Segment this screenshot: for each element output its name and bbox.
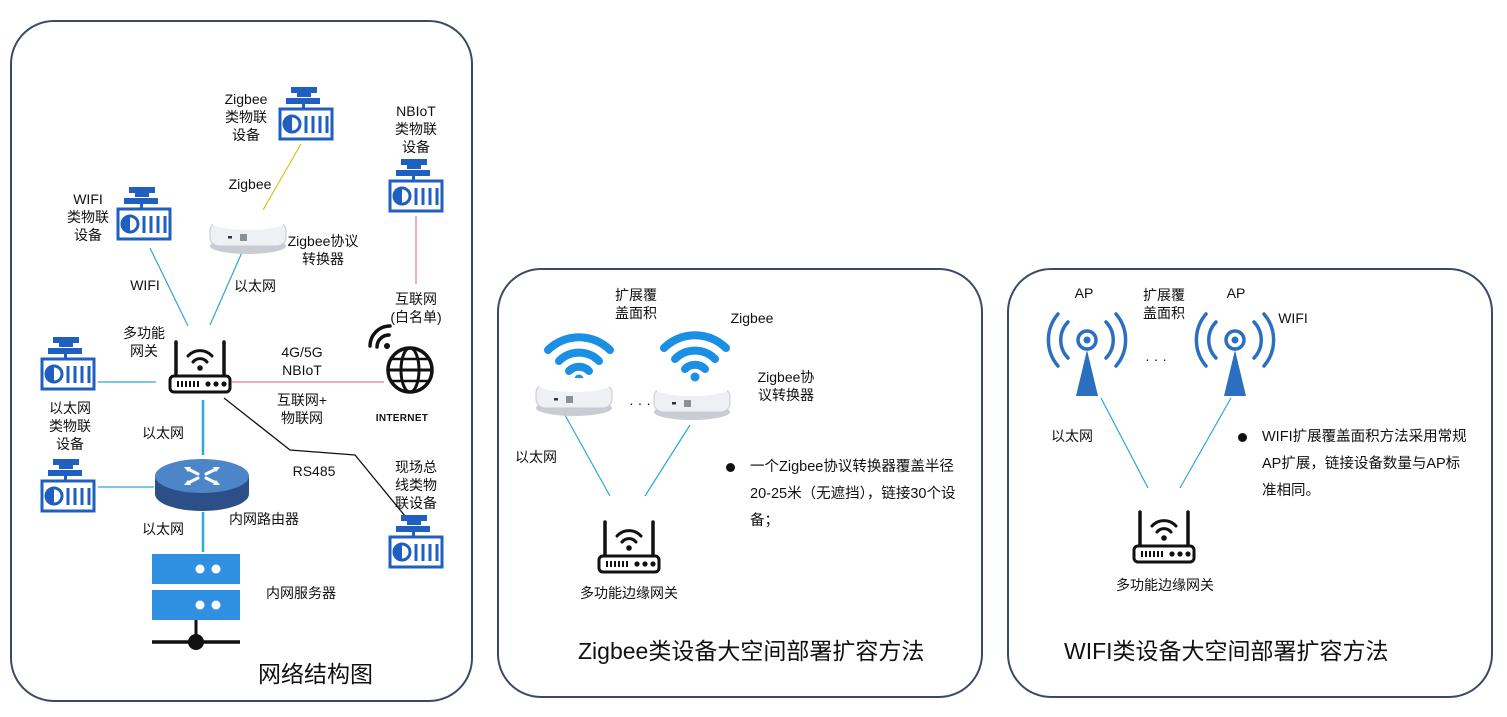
label-ethernet-router-top: 以太网 [142,425,184,441]
label-ap-right: AP [1226,285,1246,301]
bullet-wifi: WIFI扩展覆盖面积方法采用常规AP扩展，链接设备数量与AP标准相同。 [1238,424,1474,505]
label-gateway-mid: 多功能边缘网关 [580,585,678,601]
link-zg2-gateway [644,424,691,497]
label-internet-whitelist: 互联网 (白名单) [390,291,442,325]
label-server: 内网服务器 [266,585,336,601]
link-wifi-device-gateway [149,247,189,327]
label-gateway: 多功能 网关 [123,325,165,359]
bullet-zigbee: 一个Zigbee协议转换器覆盖半径20-25米（无遮挡），链接30个设备； [726,454,960,535]
label-coverage-wifi: 扩展覆 盖面积 [1143,287,1185,321]
link-ap2-gateway [1179,397,1232,489]
bullet-dot [1238,433,1247,442]
label-internet-badge: INTERNET [375,413,429,424]
link-ap1-gateway [1100,397,1149,489]
title-zigbee-expansion: Zigbee类设备大空间部署扩容方法 [578,638,925,664]
label-zigbee-link: Zigbee [228,176,272,192]
link-zg1-gateway [564,414,611,497]
link-rs485 [223,397,411,523]
label-nbiot-device: NBIoT 类物联 设备 [395,103,437,155]
label-zigbee: Zigbee [730,310,774,326]
label-ethernet-converter-link: 以太网 [234,278,276,294]
ap-antenna-icon [1044,304,1130,400]
multi-gateway-icon [595,518,663,578]
label-4g5g-nbiot: 4G/5G NBIoT [281,344,323,378]
multi-gateway-icon [166,338,234,398]
label-zigbee-device: Zigbee 类物联 设备 [224,91,268,143]
bullet-zigbee-text: 一个Zigbee协议转换器覆盖半径20-25米（无遮挡），链接30个设备； [750,459,956,529]
iot-device-icon [116,186,174,244]
label-ethernet-router-bottom: 以太网 [142,521,184,537]
zigbee-converter-icon [650,378,734,422]
title-wifi-expansion: WIFI类设备大空间部署扩容方法 [1064,638,1389,664]
ap-antenna-icon [1192,304,1278,400]
label-ellipsis-right: · · · [1145,351,1167,367]
iot-device-icon [40,336,98,394]
label-router: 内网路由器 [229,511,299,527]
label-zigbee-converter-mid: Zigbee协 议转换器 [757,369,815,403]
multi-gateway-icon [1130,508,1198,568]
label-ethernet-mid: 以太网 [515,449,557,465]
link-zigbee-device-converter [262,143,302,211]
server-icon [152,554,240,650]
iot-device-icon [278,86,336,144]
label-wifi-device: WIFI 类物联 设备 [67,191,109,243]
title-network-structure: 网络结构图 [258,661,373,687]
label-rs485: RS485 [292,463,336,479]
zigbee-converter-icon [532,374,616,418]
iot-device-icon [388,514,446,572]
bullet-wifi-text: WIFI扩展覆盖面积方法采用常规AP扩展，链接设备数量与AP标准相同。 [1262,429,1467,499]
bullet-dot [726,463,735,472]
link-converter-gateway [209,249,244,326]
label-ellipsis-mid: · · · [629,395,651,411]
iot-device-icon [388,158,446,216]
label-ethernet-right: 以太网 [1051,428,1093,444]
router-icon [155,459,249,511]
label-wifi: WIFI [1278,310,1308,326]
label-internet-iot: 互联网+ 物联网 [276,392,328,426]
zigbee-converter-icon [206,212,290,256]
label-wifi-link: WIFI [130,277,160,293]
label-ethernet-device: 以太网 类物联 设备 [49,400,91,452]
label-coverage-zigbee: 扩展覆 盖面积 [615,287,657,321]
iot-device-icon [40,458,98,516]
wifi-signal-icon [660,326,730,382]
label-zigbee-converter: Zigbee协议 转换器 [287,233,359,267]
label-gateway-right: 多功能边缘网关 [1116,577,1214,593]
internet-globe-icon [368,324,434,394]
label-fieldbus-device: 现场总 线类物 联设备 [395,459,437,511]
label-ap-left: AP [1074,285,1094,301]
